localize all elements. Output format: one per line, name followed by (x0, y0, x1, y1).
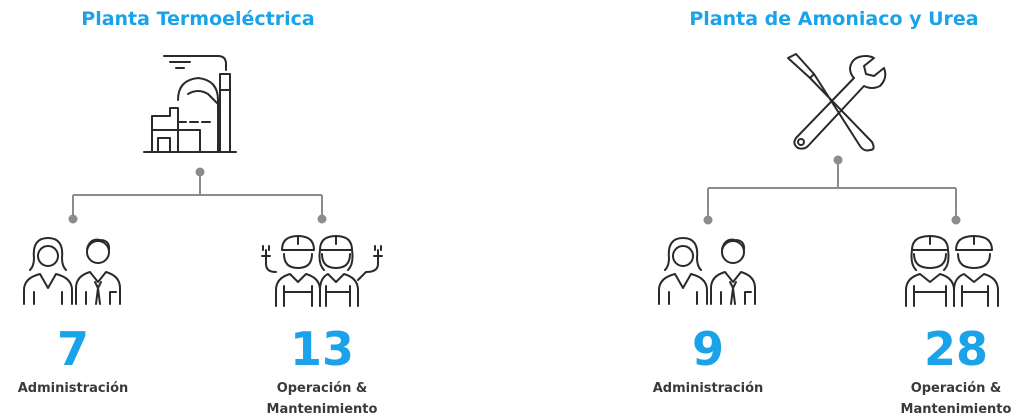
label-line: Administración (652, 381, 764, 396)
label-administracion-termoelectrica: Administración (18, 378, 129, 399)
label-administracion-amoniaco: Administración (653, 378, 764, 399)
label-operacion-amoniaco: Operación & Mantenimiento (901, 378, 1012, 420)
count-administracion-termoelectrica: 7 (56, 322, 90, 376)
label-operacion-termoelectrica: Operación & Mantenimiento (267, 378, 378, 420)
count-operacion-termoelectrica: 13 (289, 322, 355, 376)
plant-title-amoniaco-urea: Planta de Amoniaco y Urea (689, 8, 979, 30)
workers-icon (905, 235, 999, 307)
label-line: Mantenimiento (900, 402, 1012, 417)
count-operacion-amoniaco: 28 (923, 322, 989, 376)
plant-title-termoelectrica: Planta Termoeléctrica (81, 8, 315, 30)
tools-icon (787, 53, 887, 152)
power-plant-icon (143, 55, 237, 153)
label-line: Administración (17, 381, 129, 396)
label-line: Operación & (910, 381, 1002, 396)
office-staff-icon (658, 237, 756, 305)
label-line: Mantenimiento (266, 402, 378, 417)
engineers-icon (261, 235, 383, 307)
label-line: Operación & (276, 381, 368, 396)
count-administracion-amoniaco: 9 (691, 322, 725, 376)
office-staff-icon (23, 237, 121, 305)
